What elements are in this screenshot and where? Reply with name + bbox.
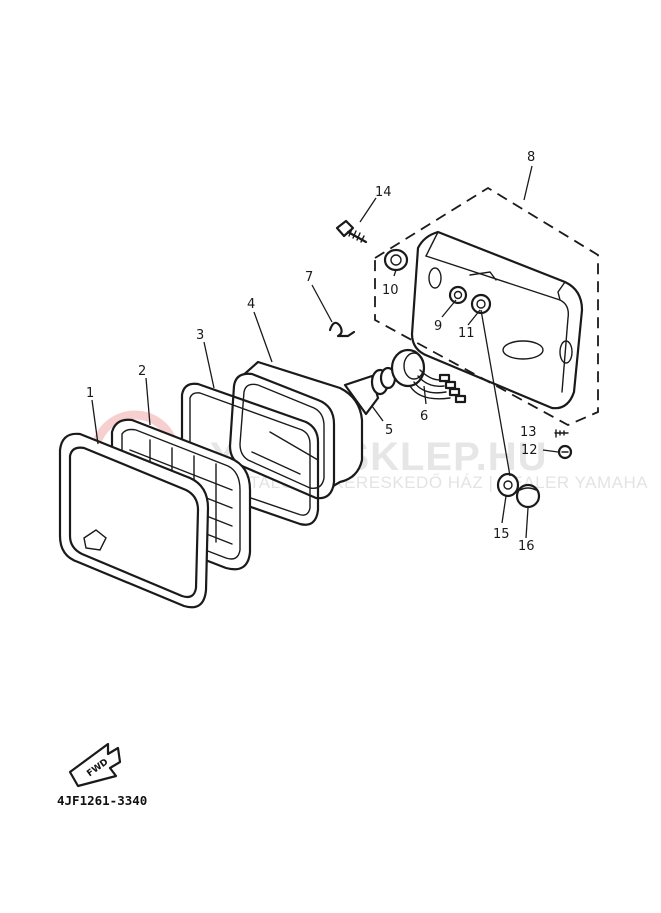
part-7-clip [328,321,356,338]
callout-9: 9 [434,319,442,334]
callout-5: 5 [385,423,393,438]
part-5-bulb [343,366,397,416]
callout-10: 10 [382,283,399,298]
callout-4: 4 [247,297,255,312]
leader-lines [91,165,559,539]
callout-3: 3 [196,328,204,343]
callout-15: 15 [493,527,510,542]
part-16-cap [515,483,541,509]
fwd-arrow-icon: FWD [68,742,122,788]
callout-1: 1 [86,386,94,401]
callout-8: 8 [527,150,535,165]
part-10-grommet [383,248,409,272]
callouts: 1 2 3 4 5 6 7 8 9 10 11 12 13 14 15 16 [86,150,538,554]
callout-13: 13 [520,425,537,440]
callout-16: 16 [518,539,535,554]
part-6-socket [390,348,467,404]
callout-6: 6 [420,409,428,424]
callout-14: 14 [375,185,392,200]
part-1-rim [58,432,210,609]
callout-12: 12 [521,443,538,458]
callout-11: 11 [458,326,475,341]
callout-2: 2 [138,364,146,379]
part-8-housing [374,186,599,427]
part-13-screw [554,429,569,438]
part-12-screw [557,444,573,460]
callout-7: 7 [305,270,313,285]
diagram-code: 4JF1261-3340 [57,793,147,808]
part-14-bolt [335,219,368,244]
part-9-nut [448,285,468,305]
part-15-washer [496,472,520,498]
